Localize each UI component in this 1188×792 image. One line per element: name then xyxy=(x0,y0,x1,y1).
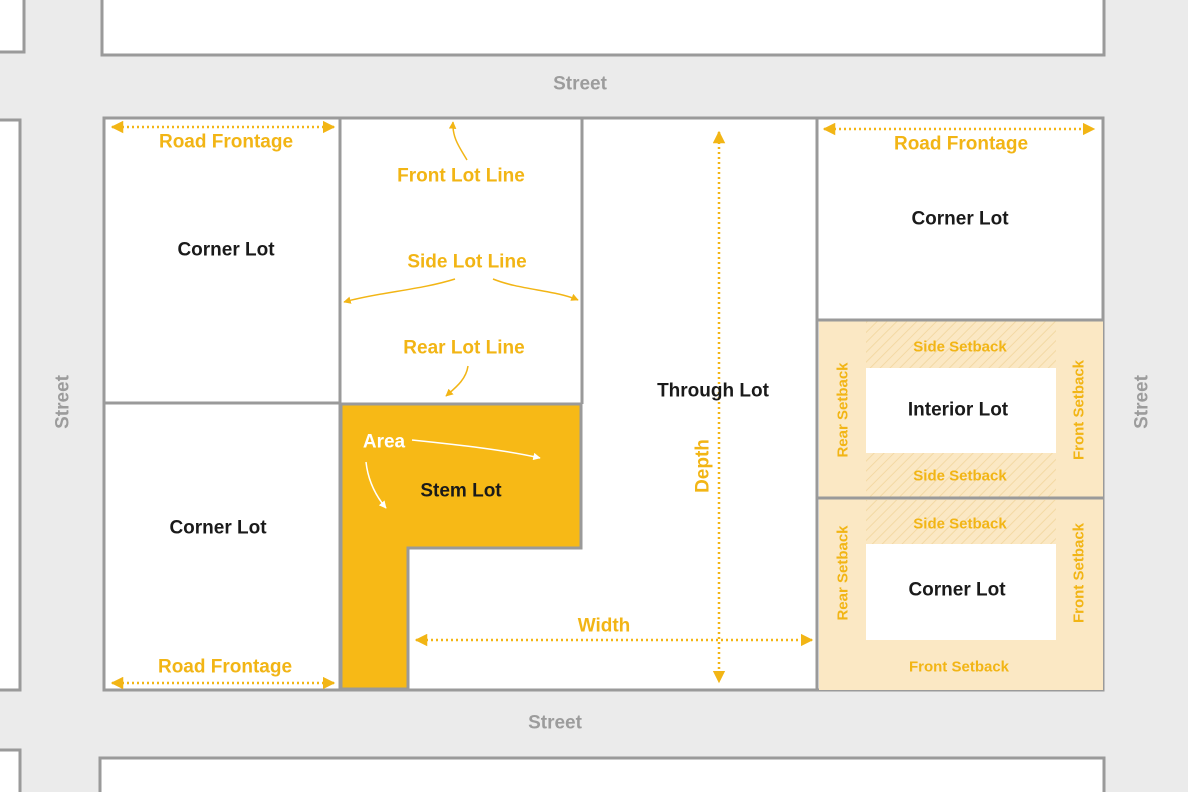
corner-side-setback xyxy=(866,500,1056,544)
area-label: Area xyxy=(362,431,406,453)
corner-lot-top-left-label: Corner Lot xyxy=(177,239,275,261)
road-frontage-top-right-label: Road Frontage xyxy=(893,133,1029,155)
block-top xyxy=(100,0,1106,57)
street-bottom-label: Street xyxy=(528,712,582,734)
corner-lot-top-right-label: Corner Lot xyxy=(911,208,1009,230)
corner-rear-setback-label: Rear Setback xyxy=(834,525,852,621)
road-frontage-top-left-label: Road Frontage xyxy=(158,131,294,153)
road-frontage-bottom-left-label: Road Frontage xyxy=(157,656,293,678)
pointer-arrows xyxy=(343,121,579,397)
corner-front-setback-side-label: Front Setback xyxy=(1070,522,1088,624)
street-left-label: Street xyxy=(52,375,74,429)
corner-lot-bottom-right-label: Corner Lot xyxy=(908,579,1006,601)
block-bottom-left xyxy=(0,748,22,792)
street-top-label: Street xyxy=(553,73,607,95)
street-right-label: Street xyxy=(1131,375,1153,429)
corner-lot-bottom-left-label: Corner Lot xyxy=(169,517,267,539)
side-lot-line-label: Side Lot Line xyxy=(407,251,527,273)
interior-side-setback-top xyxy=(866,320,1056,368)
corner-side-setback-label: Side Setback xyxy=(913,515,1007,533)
dimension-lines xyxy=(110,120,1096,690)
depth-label: Depth xyxy=(692,439,714,493)
block-bottom xyxy=(98,756,1106,792)
through-lot-label: Through Lot xyxy=(657,380,769,402)
block-left xyxy=(0,118,22,692)
rear-lot-line-label: Rear Lot Line xyxy=(403,337,525,359)
interior-side-setback-top-label: Side Setback xyxy=(913,338,1007,356)
area-arrows xyxy=(365,439,541,509)
interior-side-setback-bottom xyxy=(866,453,1056,497)
interior-lot-buildable xyxy=(866,368,1056,453)
interior-side-setback-bottom-label: Side Setback xyxy=(913,467,1007,485)
block-top-left xyxy=(0,0,26,54)
interior-rear-setback-label: Rear Setback xyxy=(834,362,852,458)
interior-lot-label: Interior Lot xyxy=(907,399,1009,421)
stem-lot-label: Stem Lot xyxy=(420,480,502,502)
corner-front-setback-bottom-label: Front Setback xyxy=(908,658,1010,676)
lot-lines xyxy=(104,118,1103,690)
corner-lot-buildable xyxy=(866,544,1056,640)
width-label: Width xyxy=(577,615,631,637)
front-lot-line-label: Front Lot Line xyxy=(397,165,525,187)
interior-front-setback-label: Front Setback xyxy=(1070,359,1088,461)
